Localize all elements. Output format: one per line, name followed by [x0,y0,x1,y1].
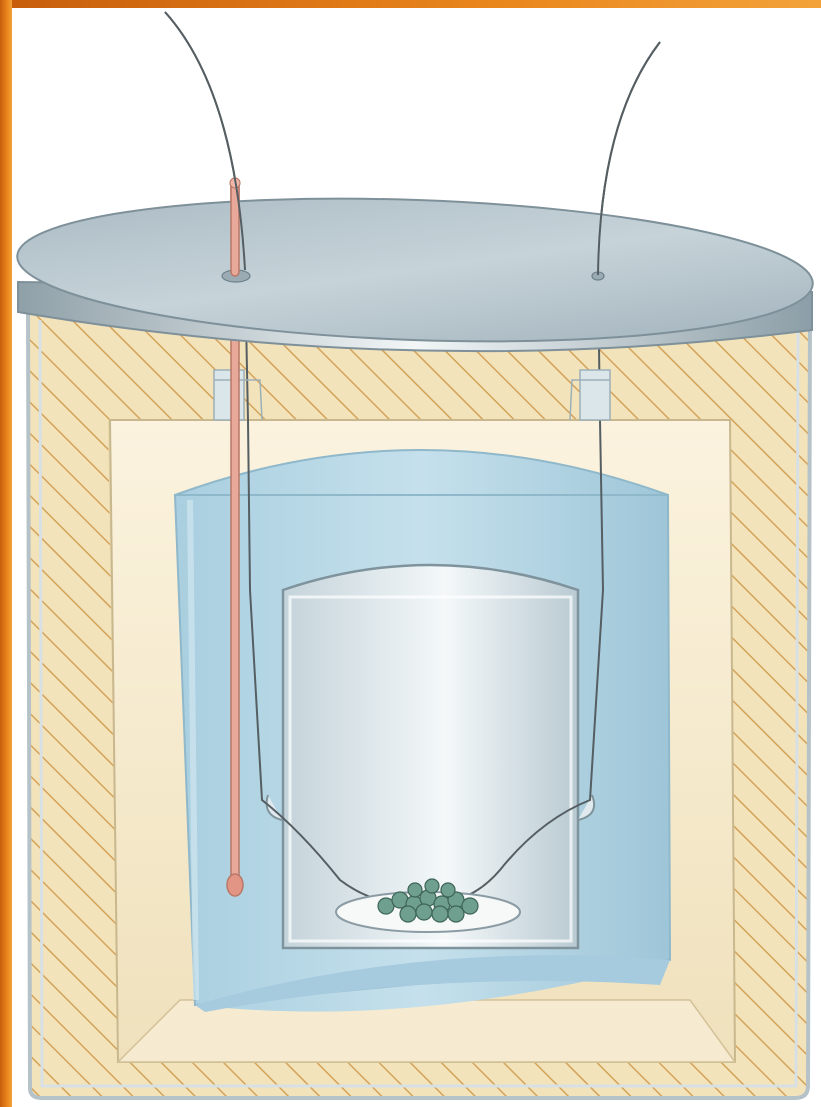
frame-left-border [0,0,12,1107]
frame-top-border [0,0,821,8]
thermometer-stem-top [230,178,240,276]
calorimeter-lid [15,186,815,354]
